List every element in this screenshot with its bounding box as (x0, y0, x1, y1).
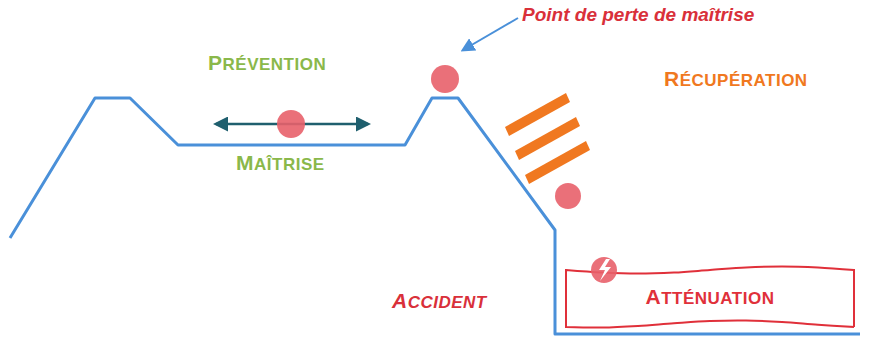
terrain-profile (10, 98, 860, 334)
stage-label: MAÎTRISE (236, 150, 325, 175)
leader-arrow (463, 18, 518, 50)
stage-label: RÉCUPÉRATION (664, 66, 808, 91)
callout-text: Point de perte de maîtrise (522, 4, 754, 27)
ball (591, 257, 617, 283)
ball (277, 110, 305, 138)
banner-text: ATTÉNUATION (646, 285, 775, 309)
stage-label: ACCIDENT (392, 288, 487, 313)
ball (555, 183, 581, 209)
stage-label: PRÉVENTION (208, 50, 326, 75)
recovery-barrier (525, 141, 590, 184)
ball (431, 65, 459, 93)
banner-outline (566, 266, 854, 327)
banner-node: ATTÉNUATION (565, 262, 855, 332)
lightning-symbol (599, 259, 611, 281)
